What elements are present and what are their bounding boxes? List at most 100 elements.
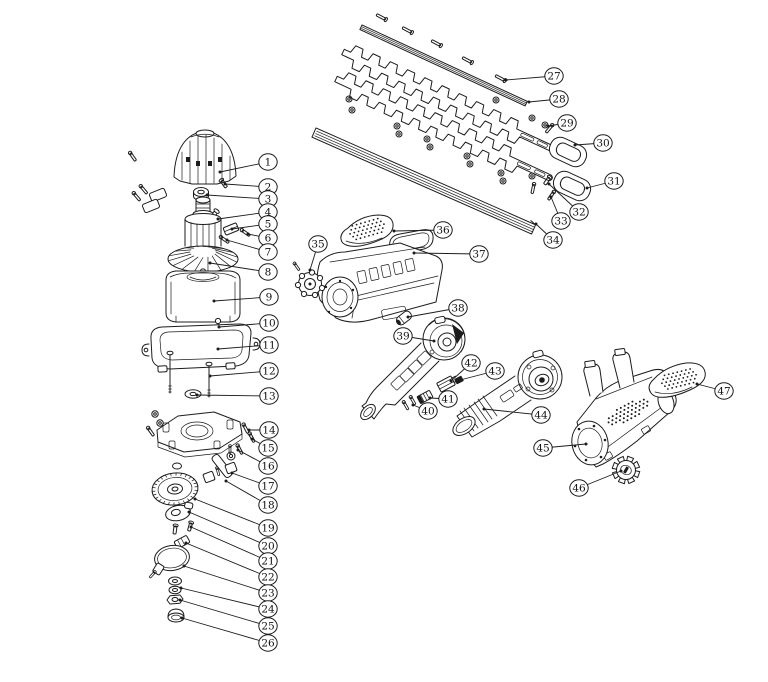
svg-text:15: 15 [261,443,274,455]
callout-16: 16 [236,448,278,475]
callout-layer: 1234567891011121314151617181920212223242… [178,67,734,652]
brush-screw-1 [239,227,252,238]
svg-text:11: 11 [262,340,275,352]
svg-text:14: 14 [262,425,276,437]
plate-washers [145,410,164,438]
svg-text:6: 6 [265,233,272,245]
svg-text:27: 27 [547,71,560,83]
callout-24: 24 [179,586,278,618]
svg-text:47: 47 [717,386,730,398]
svg-text:30: 30 [596,138,609,150]
svg-text:13: 13 [262,391,275,403]
callout-40: 40 [411,402,438,420]
callout-21: 21 [189,525,278,570]
svg-text:41: 41 [441,394,454,406]
vent-cover-left [340,214,394,247]
gear-housing-group [292,214,443,326]
callout-43: 43 [458,362,505,382]
callout-9: 9 [212,288,279,306]
lower-cutter-blade [334,72,553,182]
svg-text:26: 26 [261,638,275,650]
svg-text:46: 46 [572,483,586,495]
cam-screw-left [171,523,179,535]
svg-text:32: 32 [572,207,585,219]
switch-block [416,390,434,404]
callout-22: 22 [184,541,278,586]
long-screws [166,350,213,398]
callout-5: 5 [230,215,278,233]
svg-text:10: 10 [262,318,275,330]
svg-text:45: 45 [536,443,549,455]
callout-25: 25 [178,598,278,635]
lock-washer [168,585,182,595]
svg-text:44: 44 [534,410,548,422]
svg-text:20: 20 [261,541,274,553]
callout-17: 17 [230,471,278,495]
svg-text:31: 31 [607,176,620,188]
callout-30: 30 [573,134,613,152]
svg-text:37: 37 [472,249,485,261]
callout-36: 36 [392,221,453,239]
svg-text:29: 29 [560,118,573,130]
svg-text:17: 17 [261,481,274,493]
callout-19: 19 [193,497,278,537]
svg-text:40: 40 [421,406,434,418]
svg-text:22: 22 [261,572,274,584]
flat-washer [168,576,182,586]
handle-half-upper [360,315,466,421]
callout-41: 41 [428,390,458,408]
clamp-ring [148,544,190,579]
svg-text:8: 8 [265,267,272,279]
blade-fastener-screws [529,122,557,202]
callout-10: 10 [217,314,279,332]
svg-text:16: 16 [261,461,275,473]
motor-assembly [127,129,261,399]
stator [165,270,241,323]
detent-button [396,310,412,326]
svg-text:33: 33 [554,216,567,228]
motor-housing [141,323,261,373]
callout-15: 15 [250,437,278,457]
callout-38: 38 [406,299,468,319]
callout-18: 18 [224,479,278,514]
connecting-rod [172,444,238,484]
svg-text:9: 9 [266,292,273,304]
callout-47: 47 [695,382,734,400]
svg-text:21: 21 [261,556,274,568]
rear-housing-body [571,347,677,468]
svg-text:42: 42 [464,358,477,370]
callout-39: 39 [393,327,436,345]
handle-group [360,315,563,438]
callout-11: 11 [216,336,279,354]
svg-text:34: 34 [546,235,560,247]
clutch-washer [292,261,326,299]
callout-45: 45 [533,439,588,457]
callout-33: 33 [549,195,571,230]
callout-32: 32 [547,182,589,221]
rear-housing-group [571,347,706,485]
svg-text:35: 35 [311,239,324,251]
callout-1: 1 [218,153,278,174]
callout-6: 6 [246,229,278,247]
callout-28: 28 [527,90,569,108]
gear-case-body [316,229,443,323]
handle-half-lower [452,349,563,438]
svg-text:4: 4 [265,207,272,219]
trigger-screws [401,394,417,411]
blade-guide-rail [359,24,528,107]
gearbox-plate [156,411,243,458]
svg-text:2: 2 [265,182,272,194]
callout-42: 42 [449,354,481,383]
svg-text:38: 38 [451,303,464,315]
callout-4: 4 [216,203,278,221]
callout-29: 29 [546,114,577,132]
callout-34: 34 [534,222,563,249]
vent-cover-right [648,362,706,398]
svg-text:23: 23 [261,588,274,600]
svg-text:3: 3 [265,194,272,206]
svg-text:7: 7 [265,247,272,259]
svg-text:18: 18 [261,500,274,512]
cam-plate [165,501,194,522]
